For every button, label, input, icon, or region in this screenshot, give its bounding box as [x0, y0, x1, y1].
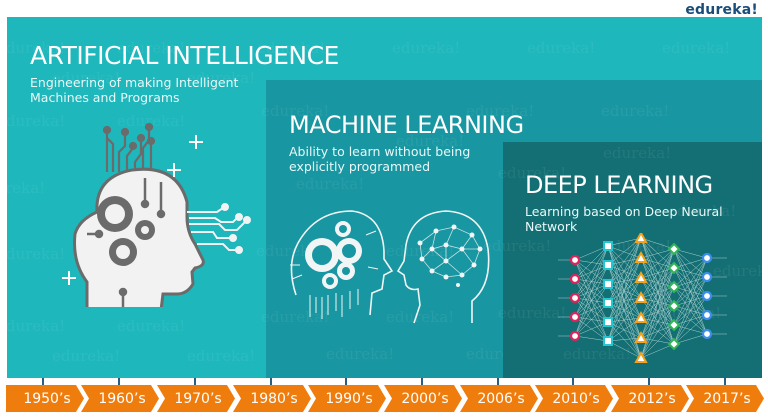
dl-title: DEEP LEARNING — [525, 171, 713, 199]
ai-description: Engineering of making Intelligent Machin… — [30, 75, 239, 105]
timeline-item-2017s: 2017’s — [686, 385, 764, 412]
dl-description: Learning based on Deep Neural Network — [525, 204, 723, 234]
edureka-logo: edureka! — [685, 2, 758, 18]
timeline-tick — [724, 378, 726, 385]
timeline-item-2010s: 2010’s — [535, 385, 613, 412]
ml-description: Ability to learn without being explicitl… — [289, 144, 471, 174]
neural-network-icon — [558, 233, 727, 363]
ml-title: MACHINE LEARNING — [289, 111, 524, 139]
timeline-item-2000s: 2000’s — [384, 385, 462, 412]
timeline-item-1960s: 1960’s — [81, 385, 159, 412]
timeline-tick — [270, 378, 272, 385]
watermark: edureka! — [52, 347, 121, 365]
timeline-item-1980s: 1980’s — [233, 385, 311, 412]
ai-panel: edureka! edureka! edureka! edureka! edur… — [7, 17, 762, 378]
era-timeline: 1950’s 1960’s 1970’s 1980’s 1990’s 2000’… — [6, 385, 764, 412]
ml-panel: edureka! edureka! edureka! edureka! edur… — [256, 80, 762, 378]
watermark: edureka! — [187, 347, 256, 365]
dl-panel: edureka! edureka! edureka! edureka! edur… — [483, 142, 762, 378]
watermark: edureka! — [117, 317, 186, 335]
watermark: edureka! — [296, 175, 365, 193]
timeline-item-1970s: 1970’s — [157, 385, 235, 412]
timeline-tick — [421, 378, 423, 385]
watermark: edureka! — [601, 102, 670, 120]
watermark: edureka! — [527, 39, 596, 57]
timeline-tick — [648, 378, 650, 385]
head-with-gears-icon — [62, 122, 251, 307]
watermark: edureka! — [662, 39, 731, 57]
timeline-item-2012s: 2012’s — [611, 385, 689, 412]
timeline-tick — [42, 378, 44, 385]
watermark: edureka! — [392, 39, 461, 57]
robot-and-human-heads-icon — [290, 210, 490, 324]
watermark: edureka! — [326, 345, 395, 363]
watermark: edureka! — [7, 317, 66, 335]
timeline-tick — [118, 378, 120, 385]
timeline-tick — [194, 378, 196, 385]
watermark: edureka! — [603, 144, 672, 162]
timeline-tick — [345, 378, 347, 385]
timeline-tick — [497, 378, 499, 385]
timeline-item-2006s: 2006’s — [460, 385, 538, 412]
timeline-item-1950s: 1950’s — [6, 385, 84, 412]
timeline-tick — [572, 378, 574, 385]
ai-title: ARTIFICIAL INTELLIGENCE — [30, 41, 339, 70]
timeline-item-1990s: 1990’s — [308, 385, 386, 412]
